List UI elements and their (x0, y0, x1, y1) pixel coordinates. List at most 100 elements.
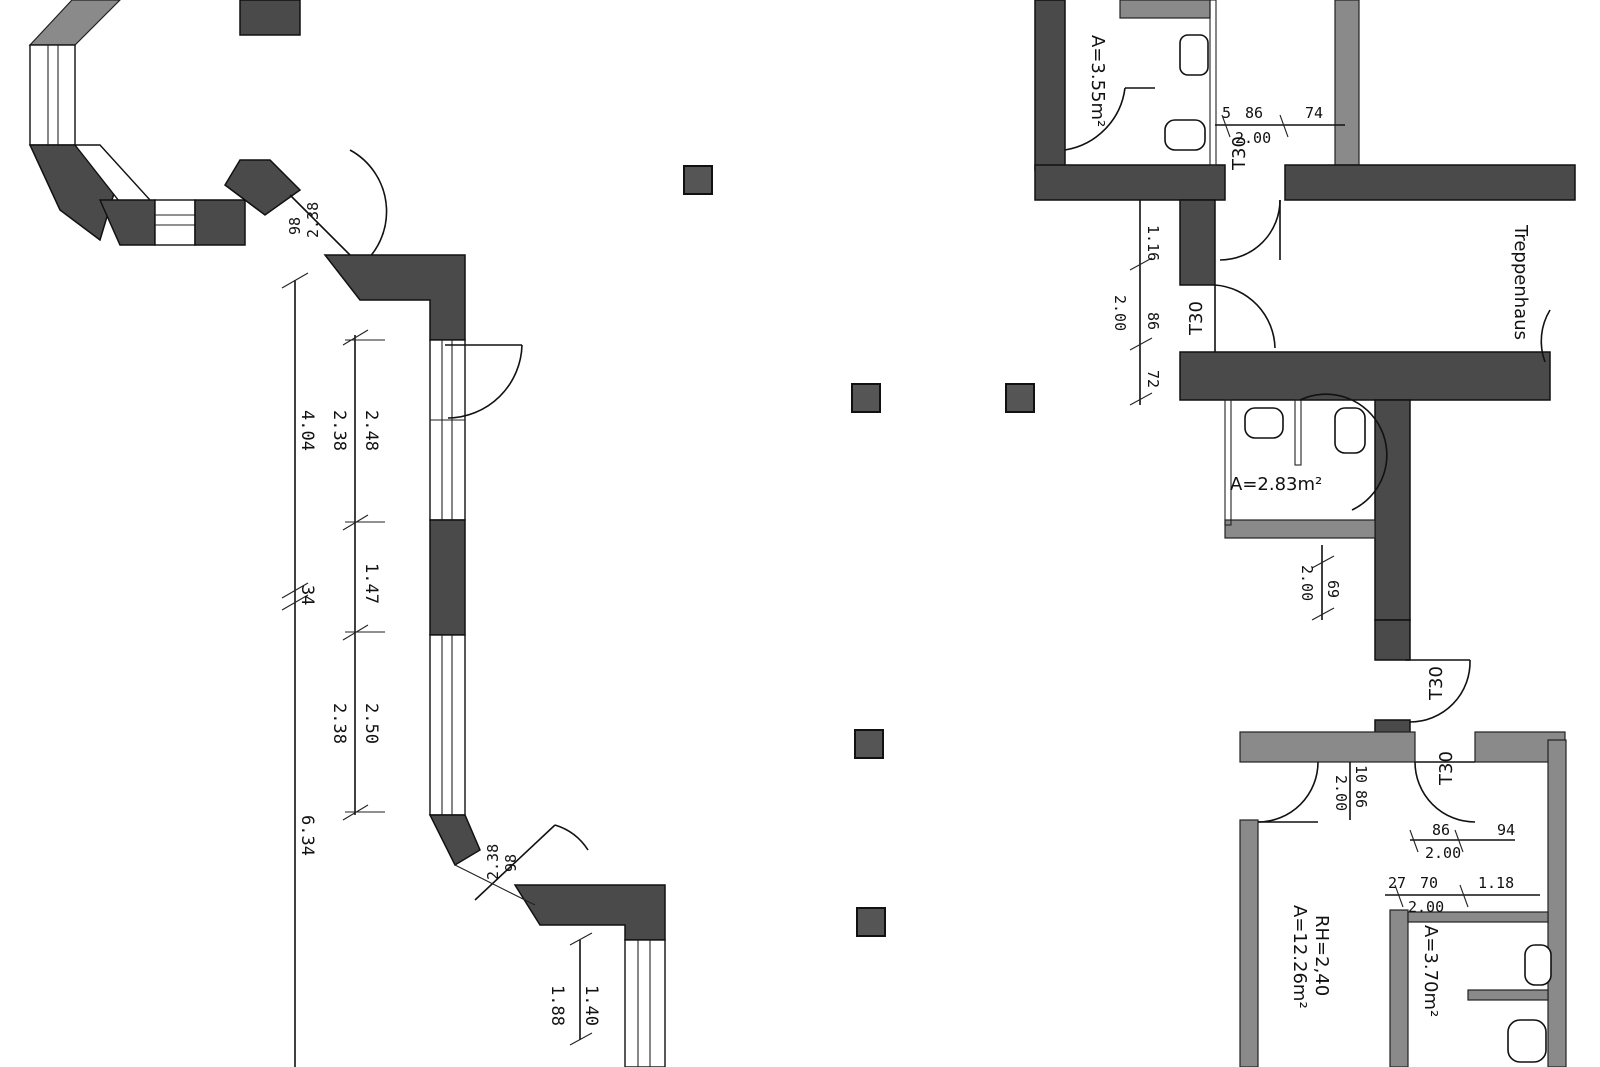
toilet-4 (1507, 1019, 1547, 1063)
wc1-wall-partition (1119, 0, 1211, 19)
wc1-wall-right (1209, 0, 1217, 166)
door-top-width: 98 (286, 217, 304, 235)
octagon-tower (28, 0, 302, 246)
dim-86-b: 86 (1144, 312, 1162, 330)
wc2-wall-top (1179, 351, 1551, 401)
dim-69: 69 (1324, 580, 1342, 598)
washbasin-2 (1524, 944, 1552, 986)
dim-86-c: 86 (1352, 790, 1370, 808)
room-wall-top-left (1239, 731, 1416, 763)
stair-wall-left-top (1334, 0, 1360, 166)
washbasin-1 (1244, 407, 1284, 439)
dim-86-d: 86 (1432, 821, 1450, 839)
toilet-1 (1179, 34, 1209, 76)
door-top-height: 2.38 (304, 202, 322, 238)
stairwell-label: Treppenhaus (1510, 224, 1531, 340)
wc1-wall-bottom (1034, 164, 1226, 201)
dim-118: 1.18 (1478, 874, 1514, 892)
dim-200-a: 2.00 (1235, 129, 1271, 147)
door-bottom-left: 2.38 98 (454, 824, 589, 906)
dim-188: 1.88 (547, 985, 567, 1026)
column-4 (854, 729, 884, 759)
fire-door-3: T30 (1426, 666, 1447, 701)
facade-window-1 (429, 339, 466, 521)
right-doors (1064, 87, 1551, 823)
area-room: A=12.26m² (1289, 905, 1310, 1009)
fire-door-1: T30 (1229, 136, 1250, 171)
door-facade-1 (445, 344, 523, 419)
corridor-wall-1 (1179, 199, 1216, 286)
door-bottom-width: 98 (502, 854, 520, 872)
area-wc2: A=2.83m² (1230, 474, 1322, 495)
dim-27: 27 (1388, 874, 1406, 892)
tower-wall-top (239, 0, 301, 36)
room-wall-left (1239, 819, 1259, 1067)
dim-140: 1.40 (581, 985, 601, 1026)
right-labels: A=3.55m² A=2.83m² A=3.70m² RH=2,40 A=12.… (1087, 35, 1531, 1017)
facade-wall-corner (513, 884, 666, 941)
dim-72: 72 (1144, 370, 1162, 388)
dim-200-d: 2.00 (1332, 775, 1350, 811)
dim-10: 10 (1352, 765, 1370, 783)
tower-wall-s1 (98, 199, 156, 246)
column-2 (851, 383, 881, 413)
dim-200-c: 2.00 (1298, 565, 1316, 601)
dim-86-a: 86 (1245, 104, 1263, 122)
facade-wall-mid (429, 519, 466, 636)
wc1-wall-left (1034, 0, 1066, 171)
facade-window-2 (429, 634, 466, 816)
left-dimensions: 2.48 2.38 4.04 1.47 34 2.50 2.38 6.34 1.… (281, 272, 601, 1067)
room-wall-right (1547, 739, 1567, 1067)
facade-wall-bot (428, 814, 481, 867)
stair-wall-top (1284, 164, 1576, 201)
dim-200-f: 2.00 (1408, 898, 1444, 916)
wc2-wall-bottom (1224, 519, 1376, 539)
dim-34: 34 (297, 585, 317, 605)
column-5 (856, 907, 886, 937)
wc2-wall-right (1374, 399, 1411, 621)
left-facade (323, 254, 666, 1067)
room-height: RH=2,40 (1311, 915, 1332, 996)
wc3-wall-left (1389, 909, 1409, 1067)
facade-wall-top (323, 254, 466, 341)
tower-wall-s2 (194, 199, 246, 246)
fixtures (1164, 34, 1552, 1063)
dim-238-bot: 2.38 (329, 703, 349, 744)
dim-5: 5 (1222, 104, 1231, 122)
dim-70: 70 (1420, 874, 1438, 892)
fire-door-4: T30 (1436, 751, 1457, 786)
door-bottom-height: 2.38 (484, 844, 502, 880)
door-top-left: 98 2.38 (286, 149, 388, 271)
dim-147: 1.47 (361, 563, 381, 604)
dim-200-b: 2.00 (1111, 295, 1129, 331)
wc3-partition (1467, 989, 1549, 1001)
columns (683, 165, 1035, 937)
column-1 (683, 165, 713, 195)
dim-116: 1.16 (1144, 225, 1162, 261)
area-wc1: A=3.55m² (1087, 35, 1108, 127)
area-wc3: A=3.70m² (1420, 925, 1441, 1017)
wc3-wall-top (1407, 911, 1549, 923)
wc2-wall-left (1224, 399, 1232, 526)
column-3 (1005, 383, 1035, 413)
door-jamb-1 (1374, 619, 1411, 661)
dim-634: 6.34 (297, 815, 317, 856)
tower-window-w (29, 44, 76, 146)
toilet-3 (1334, 407, 1366, 454)
dim-238-top: 2.38 (329, 410, 349, 451)
dim-200-e: 2.00 (1425, 844, 1461, 862)
tower-window-nw (28, 0, 121, 46)
dim-248: 2.48 (361, 410, 381, 451)
dim-94: 94 (1497, 821, 1515, 839)
wc2-partition (1294, 399, 1302, 466)
tower-wall-se (224, 159, 302, 216)
facade-window-3 (624, 939, 666, 1067)
right-dimension-lines (1129, 114, 1540, 908)
dim-404: 4.04 (297, 410, 317, 451)
dim-250: 2.50 (361, 703, 381, 744)
dim-74: 74 (1305, 104, 1323, 122)
right-block-walls (1034, 0, 1576, 1067)
tower-window-s (154, 199, 196, 246)
fire-door-2: T30 (1186, 301, 1207, 336)
